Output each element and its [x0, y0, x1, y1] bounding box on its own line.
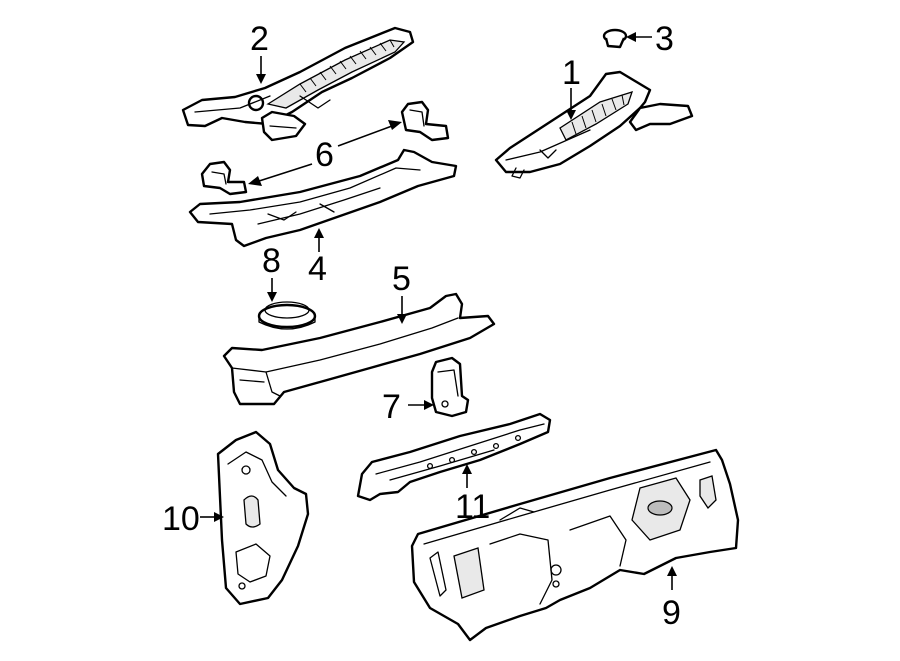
part-7-bracket	[430, 356, 470, 418]
callout-10: 10	[162, 500, 200, 538]
callout-8: 8	[262, 242, 281, 280]
callout-7: 7	[382, 388, 401, 426]
part-8-plug	[257, 301, 317, 330]
part-6-brackets	[200, 100, 450, 196]
leader-lines	[200, 32, 677, 590]
callout-3: 3	[655, 20, 674, 58]
part-1-cowl-panel	[494, 70, 694, 179]
part-10-side-panel	[216, 430, 310, 606]
callout-9: 9	[662, 594, 681, 632]
callout-1: 1	[562, 54, 581, 92]
callout-2: 2	[250, 20, 269, 58]
part-4-cowl-top	[188, 148, 458, 248]
part-5-cowl-lower	[222, 292, 496, 406]
part-11-reinforcement	[356, 412, 552, 502]
part-9-dash-panel	[410, 448, 740, 642]
callout-6: 6	[315, 136, 334, 174]
callout-11: 11	[455, 488, 490, 526]
callout-5: 5	[392, 260, 411, 298]
callout-4: 4	[308, 250, 327, 288]
part-3-clip	[602, 28, 628, 49]
part-2-cowl-panel	[181, 26, 415, 142]
